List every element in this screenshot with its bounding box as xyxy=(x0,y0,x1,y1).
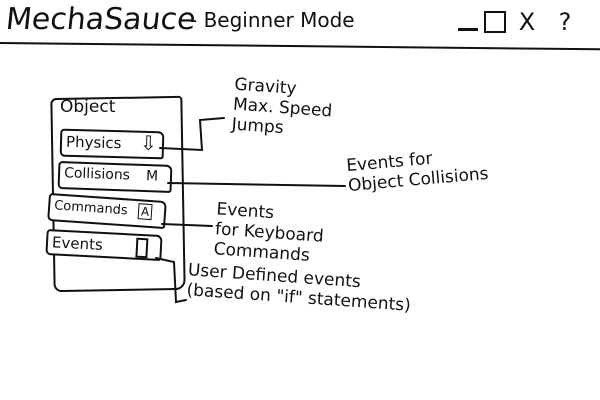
maximize-button[interactable] xyxy=(482,8,508,36)
physics-connector xyxy=(159,117,225,152)
minimize-button[interactable] xyxy=(455,8,481,36)
events-connector xyxy=(155,257,187,304)
physics-annotation: Gravity Max. Speed Jumps xyxy=(231,75,334,142)
object-panel-label: Object xyxy=(60,97,116,117)
close-button[interactable]: X xyxy=(512,8,542,36)
help-icon: ? xyxy=(558,8,572,36)
collisions-connector xyxy=(167,182,346,187)
commands-connector xyxy=(161,223,213,227)
help-button[interactable]: ? xyxy=(552,8,578,36)
minimize-icon xyxy=(458,27,478,31)
commands-annotation: Events for Keyboard Commands xyxy=(213,199,326,266)
maximize-icon xyxy=(484,11,506,33)
mode-subtitle: - Beginner Mode xyxy=(190,8,355,32)
close-icon: X xyxy=(518,8,536,36)
